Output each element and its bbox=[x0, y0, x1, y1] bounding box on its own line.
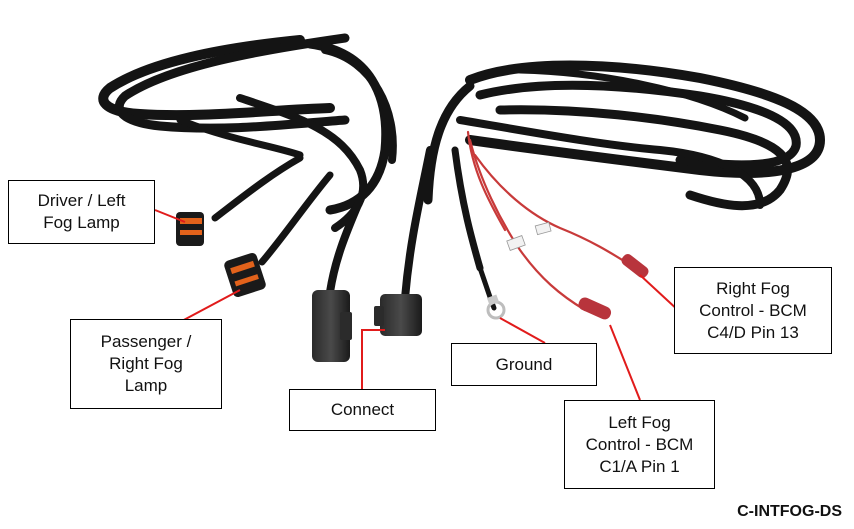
right-harness-loops bbox=[423, 60, 826, 211]
driver-fog-connector bbox=[176, 212, 204, 246]
red-wires bbox=[466, 130, 637, 312]
part-number: C-INTFOG-DS bbox=[737, 503, 842, 520]
ground-callout: Ground bbox=[451, 343, 597, 386]
fuse-holder-right bbox=[621, 254, 649, 278]
left-fog-control-callout: Left Fog Control - BCM C1/A Pin 1 bbox=[564, 400, 715, 489]
male-connector bbox=[312, 290, 352, 362]
right-fog-control-callout: Right Fog Control - BCM C4/D Pin 13 bbox=[674, 267, 832, 354]
harness-branches bbox=[211, 146, 497, 311]
passenger-fog-connector bbox=[224, 252, 266, 298]
female-connector bbox=[374, 294, 422, 336]
fuse-holder-left bbox=[578, 297, 612, 320]
passenger-fog-lamp-callout: Passenger / Right Fog Lamp bbox=[70, 319, 222, 409]
left-harness-loops bbox=[98, 33, 397, 232]
wire-tag-labels bbox=[506, 221, 552, 251]
ground-ring-terminal bbox=[486, 294, 506, 320]
connect-callout: Connect bbox=[289, 389, 436, 431]
driver-fog-lamp-callout: Driver / Left Fog Lamp bbox=[8, 180, 155, 244]
